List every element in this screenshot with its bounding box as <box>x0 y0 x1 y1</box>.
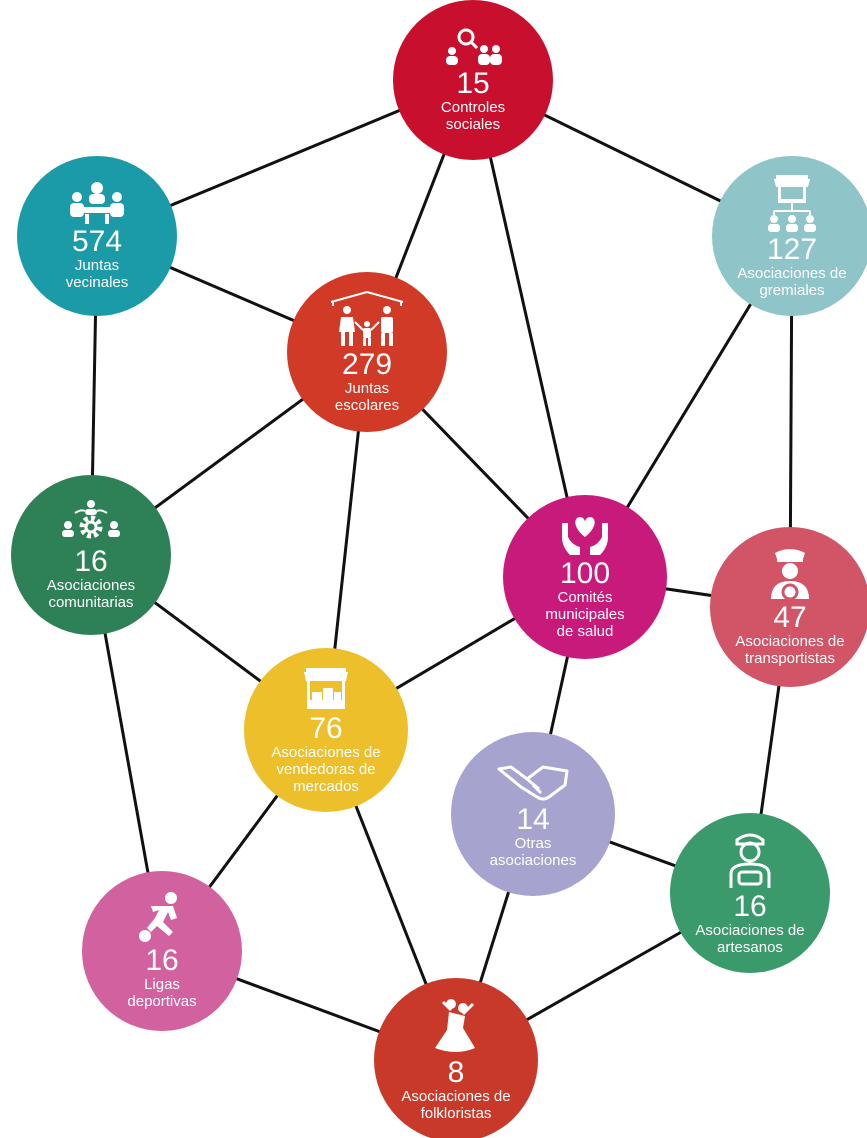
node-count: 100 <box>559 556 611 590</box>
meeting-table-icon <box>70 182 124 224</box>
dancers-icon <box>435 999 475 1052</box>
node-label: Asociaciones de vendedoras de mercados <box>271 743 381 795</box>
node-label: Otras asociaciones <box>489 835 577 869</box>
node-label: Comités municipales de salud <box>545 588 625 640</box>
node-label: Asociaciones de transportistas <box>735 633 845 667</box>
node-comites-municipales-salud: 100 Comités municipales de salud <box>503 495 667 659</box>
hands-heart-icon <box>562 516 608 555</box>
football-player-icon <box>139 892 177 942</box>
node-label: Asociaciones comunitarias <box>46 577 136 611</box>
artisan-icon <box>729 833 771 888</box>
node-count: 47 <box>773 601 807 634</box>
driver-icon <box>771 549 809 601</box>
node-label: Ligas deportivas <box>127 976 197 1010</box>
family-school-icon <box>330 290 404 346</box>
people-search-icon <box>446 28 502 65</box>
node-count: 15 <box>456 67 490 100</box>
node-label: Asociaciones de artesanos <box>695 922 805 956</box>
node-count: 14 <box>516 803 550 836</box>
node-ligas-deportivas: 16 Ligas deportivas <box>82 871 242 1031</box>
edge-controles-salud <box>471 79 587 578</box>
market-stall-icon <box>304 667 348 709</box>
node-asociaciones-gremiales: 127 Asociaciones de gremiales <box>712 156 867 316</box>
node-juntas-vecinales: 574 Juntas vecinales <box>17 156 177 316</box>
node-asociaciones-comunitarias: 16 Asociaciones comunitarias <box>11 475 171 635</box>
node-count: 16 <box>733 890 767 923</box>
community-gear-icon <box>62 500 120 539</box>
node-asociaciones-vendedoras-mercados: 76 Asociaciones de vendedoras de mercado… <box>244 648 408 812</box>
node-count: 16 <box>145 944 179 977</box>
node-label: Asociaciones de folkloristas <box>401 1088 511 1122</box>
node-asociaciones-folkloristas: 8 Asociaciones de folkloristas <box>374 978 538 1138</box>
node-count: 8 <box>447 1056 465 1089</box>
node-label: Asociaciones de gremiales <box>737 265 847 299</box>
node-asociaciones-artesanos: 16 Asociaciones de artesanos <box>670 813 830 973</box>
node-asociaciones-transportistas: 47 Asociaciones de transportistas <box>710 527 867 687</box>
node-label: Juntas escolares <box>334 380 400 414</box>
node-count: 16 <box>74 545 108 578</box>
node-juntas-escolares: 279 Juntas escolares <box>287 272 447 432</box>
node-count: 127 <box>766 233 818 266</box>
market-stall-network-icon <box>768 175 816 232</box>
node-count: 574 <box>71 225 123 258</box>
handshake-icon <box>497 765 569 801</box>
node-controles-sociales: 15 Controles sociales <box>393 0 553 160</box>
node-count: 279 <box>341 348 393 381</box>
node-label: Controles sociales <box>440 99 506 133</box>
node-otras-asociaciones: 14 Otras asociaciones <box>451 732 615 896</box>
node-label: Juntas vecinales <box>65 257 129 291</box>
node-count: 76 <box>309 711 343 745</box>
